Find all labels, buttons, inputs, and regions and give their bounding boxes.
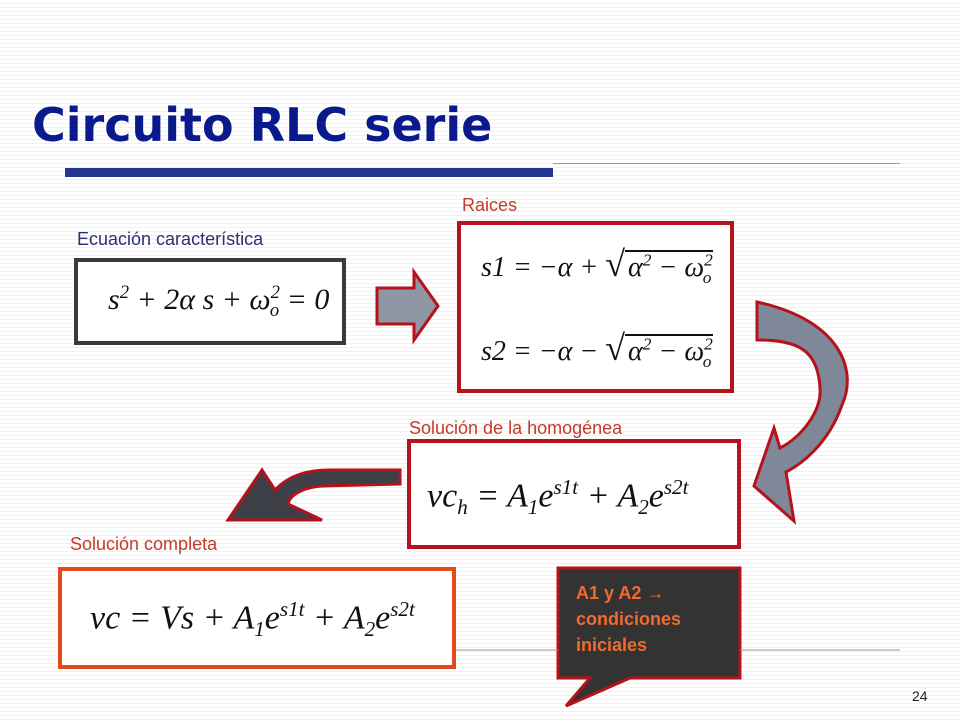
homogeneous-solution-equation: vch = A1es1t + A2es2t — [427, 475, 689, 520]
right-arrow-icon — [375, 267, 440, 345]
roots-box: s1 = −α + √α2 − ω2o s2 = −α − √α2 − ω2o — [457, 221, 734, 393]
homogeneous-solution-box: vch = A1es1t + A2es2t — [407, 439, 741, 549]
label-complete-solution: Solución completa — [70, 534, 218, 554]
title-underline-bar — [65, 168, 553, 177]
label-homogeneous-solution: Solución de la homogénea — [409, 418, 623, 438]
root-s1-equation: s1 = −α + √α2 − ω2o — [481, 244, 714, 287]
curved-arrow-left-icon — [225, 467, 402, 522]
title-rule — [553, 163, 900, 164]
label-characteristic-equation: Ecuación característica — [77, 229, 264, 249]
characteristic-equation: s2 + 2α s + ω2o = 0 — [108, 282, 330, 321]
complete-solution-box: vc = Vs + A1es1t + A2es2t — [58, 567, 456, 669]
label-roots: Raices — [462, 195, 518, 215]
callout-text: A1 y A2 → condiciones iniciales — [576, 580, 736, 658]
callout-line-1: A1 y A2 → — [576, 583, 665, 603]
callout-line-2: condiciones — [576, 609, 682, 629]
callout-line-3: iniciales — [576, 635, 648, 655]
slide-title: Circuito RLC serie — [32, 98, 493, 152]
curved-arrow-right-icon — [752, 300, 849, 525]
callout-bubble — [556, 566, 742, 708]
root-s2-equation: s2 = −α − √α2 − ω2o — [481, 328, 714, 371]
page-number: 24 — [912, 688, 928, 704]
characteristic-equation-box: s2 + 2α s + ω2o = 0 — [74, 258, 346, 345]
complete-solution-equation: vc = Vs + A1es1t + A2es2t — [90, 597, 415, 642]
